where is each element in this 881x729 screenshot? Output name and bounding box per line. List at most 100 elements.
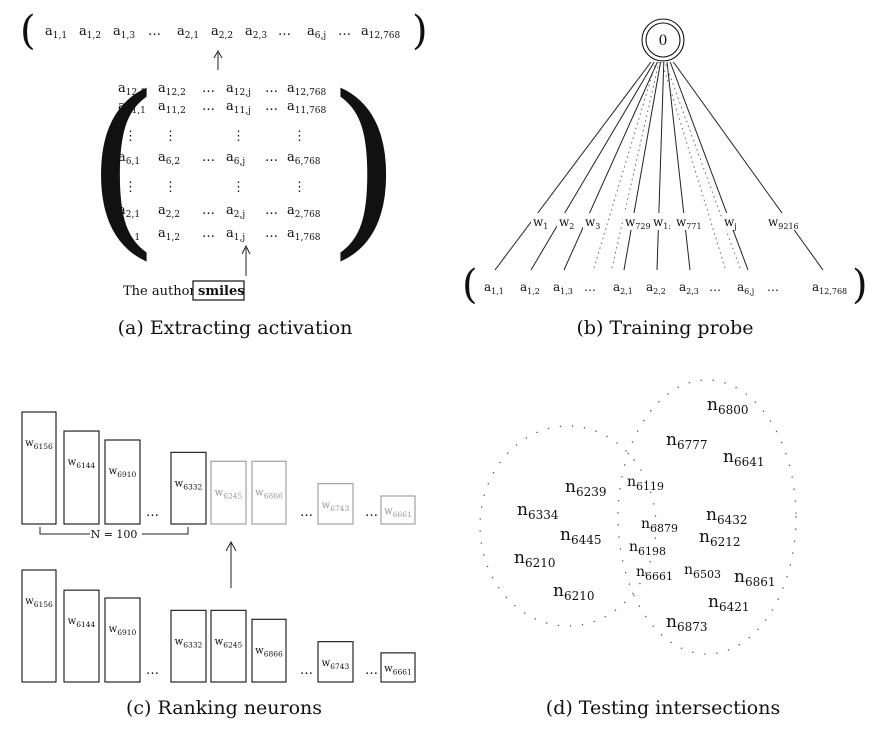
weight-bar-label: w6332	[175, 636, 203, 649]
weight-bar-label: w6910	[109, 624, 137, 637]
arrow-head	[213, 49, 223, 59]
top-vector-entry: a2,3	[245, 24, 267, 41]
matrix-entry: ⋮	[164, 180, 177, 195]
weight-label-bg	[623, 213, 654, 230]
matrix-entry: …	[265, 81, 278, 96]
matrix-entry: …	[202, 81, 215, 96]
matrix-entry: a2,j	[226, 203, 245, 220]
probe-input: a1,1	[484, 280, 504, 296]
probe-weight: w771	[676, 215, 702, 231]
weight-bar	[21, 569, 57, 683]
weight-label-bg	[531, 213, 550, 230]
neuron-label: n6432	[706, 505, 748, 527]
weight-bar	[317, 641, 354, 683]
input-right-paren: )	[852, 262, 868, 308]
weight-bar	[104, 439, 141, 525]
weight-label-bg	[651, 213, 676, 230]
top-vector-entry: a1,2	[79, 24, 101, 41]
weight-bar	[21, 411, 57, 525]
left-set-circle	[479, 425, 657, 627]
top-vector-left-paren: (	[20, 8, 36, 54]
panel-d-testing-intersections: n6239n6334n6445n6210n6210n6800n6777n6641…	[479, 379, 797, 719]
weight-bar-label: w6743	[322, 658, 350, 671]
probe-connection-dotted	[661, 61, 726, 269]
matrix-entry: a6,2	[158, 150, 180, 167]
weight-bar-label: w6144	[68, 457, 96, 470]
weight-label-bg	[674, 213, 705, 230]
weight-bar	[251, 618, 287, 683]
weight-bar	[317, 483, 354, 525]
weight-bar-label: w6910	[109, 466, 137, 479]
matrix-entry: ⋮	[232, 129, 245, 144]
matrix-entry: a11,j	[226, 99, 251, 116]
top-vector-entry: a2,1	[177, 24, 199, 41]
probe-input: …	[767, 280, 779, 294]
weight-bar	[380, 652, 416, 683]
matrix-entry: a11,768	[287, 99, 327, 116]
matrix-entry: ⋮	[293, 129, 306, 144]
neuron-labels: n6239n6334n6445n6210n6210n6800n6777n6641…	[514, 395, 776, 634]
neuron-label: n6239	[565, 477, 607, 499]
matrix-entry: ⋮	[164, 129, 177, 144]
sentence-prefix: The author	[123, 284, 196, 299]
input-left-paren: (	[462, 262, 478, 308]
weight-bar-label: w6661	[384, 663, 412, 676]
probe-connection-dotted	[593, 61, 657, 269]
weight-bar-label: w6245	[215, 636, 243, 649]
weight-bar	[170, 451, 207, 525]
weight-bar	[210, 609, 247, 683]
matrix-entry: a12,2	[158, 81, 186, 98]
neuron-label: n6777	[666, 430, 708, 452]
output-node-inner	[645, 22, 681, 58]
matrix-entry: a1,2	[158, 226, 180, 243]
top-vector-entry: …	[148, 24, 161, 39]
neuron-label: n6119	[627, 474, 664, 493]
top-vector-entry: a2,2	[211, 24, 233, 41]
probe-connection	[656, 61, 665, 271]
weight-bar	[170, 609, 207, 683]
right-set-circle	[617, 379, 797, 655]
probe-weight: w729	[625, 215, 651, 231]
top-vector-entry: a1,3	[113, 24, 135, 41]
matrix-entry: …	[202, 150, 215, 165]
probe-connection	[530, 61, 655, 271]
probe-weight: w1	[533, 215, 548, 231]
matrix-entry: ⋮	[293, 180, 306, 195]
top-vector-entry: …	[338, 24, 351, 39]
probe-connection	[672, 61, 824, 271]
neuron-label: n6641	[723, 447, 765, 469]
weight-label-bg	[722, 213, 741, 230]
probe-connection	[494, 61, 652, 271]
weight-bar	[63, 589, 100, 683]
probe-input: a12,768	[812, 280, 847, 296]
bar-ellipsis: …	[300, 663, 313, 678]
neuron-label: n6212	[699, 527, 741, 549]
matrix-entry: a1,j	[226, 226, 245, 243]
weight-bar	[210, 460, 247, 525]
neuron-label: n6861	[734, 567, 776, 589]
probe-connection	[563, 61, 658, 271]
probe-input: …	[709, 280, 721, 294]
matrix-entry: …	[265, 150, 278, 165]
weight-bar-label: w6156	[25, 438, 53, 451]
weight-bar	[104, 597, 141, 683]
matrix-entry: …	[202, 226, 215, 241]
matrix-entry: a6,1	[118, 150, 140, 167]
matrix-entry: ⋮	[124, 180, 137, 195]
top-vector-entry: …	[278, 24, 291, 39]
weight-bar-label: w6245	[215, 487, 243, 500]
weight-bar-label: w6144	[68, 616, 96, 629]
probe-input: a1,3	[553, 280, 573, 296]
matrix-entry: a12,768	[287, 81, 327, 98]
probe-weight: w1:	[653, 215, 671, 231]
neuron-label: n6210	[514, 548, 556, 570]
matrix-right-paren: )	[327, 56, 401, 277]
matrix-entry: ⋮	[232, 180, 245, 195]
probe-input: a6,j	[737, 280, 754, 296]
